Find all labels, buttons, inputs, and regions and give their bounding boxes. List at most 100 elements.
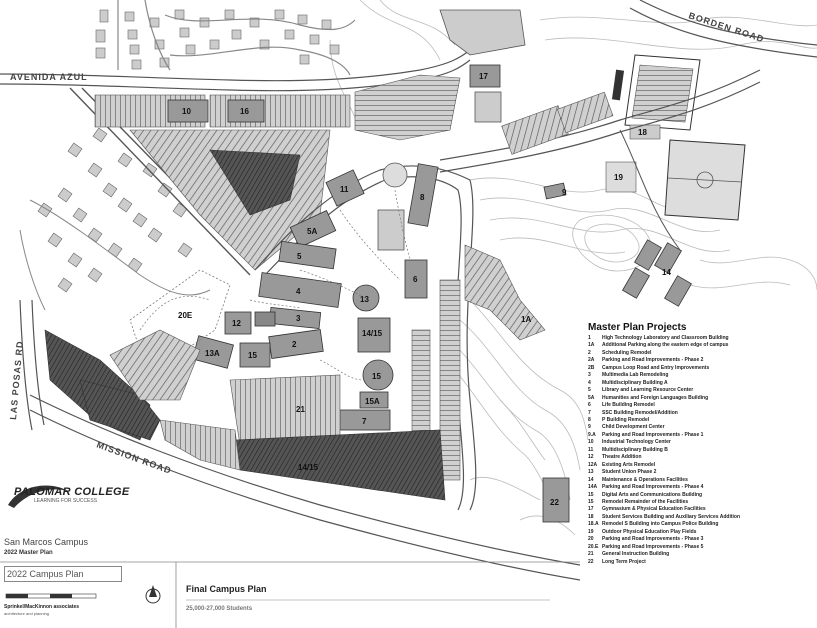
college-logo: PALOMAR COLLEGE LEARNING FOR SUCCESS [4,486,174,504]
legend-item-code: 18 [588,513,594,520]
building-19 [605,161,637,193]
road-label-avenida: AVENIDA AZUL [10,72,88,82]
building-label-3: 3 [296,314,301,323]
building-15b [192,335,234,369]
campus-plan-box: 2022 Campus Plan [4,566,122,582]
soccer-field-center [696,171,714,189]
legend-item-code: 4 [588,379,591,386]
building-22 [542,477,570,523]
legend-item: 12 Theatre Addition [588,454,814,461]
legend-item-code: 1 [588,335,591,341]
road-label-borden: BORDEN ROAD [687,10,765,44]
east-campus-road-2 [439,81,761,173]
student-capacity: 25,000-27,000 Students [186,606,253,612]
campus-walkways [139,189,411,381]
stadium-complex [439,9,526,56]
football-field-inner [631,64,694,123]
building-9 [543,182,567,200]
legend-item-text: Multimedia Lab Remodeling [602,372,669,379]
building-label-18: 18 [638,128,647,137]
legend-item-code: 5A [588,394,595,401]
legend-item-code: 5 [588,387,591,394]
parking-east-column [439,279,461,481]
legend-item: 5A Humanities and Foreign Languages Build… [588,395,814,402]
college-name: PALOMAR COLLEGE [14,486,130,498]
legend-item-text: Additional Parking along the eastern edg… [602,342,729,349]
legend-item-text: Library and Learning Resource Center [602,387,694,394]
legend-item-text: Theatre Addition [602,454,642,461]
legend-item-code: 12 [588,454,594,461]
legend-item-text: Remodel Remainder of the Facilities [602,498,689,505]
plaza-circle [382,162,408,188]
building-15 [239,342,271,368]
legend-item-text: Parking and Road Improvements - Phase 1 [602,431,704,438]
plan-year: 2022 Master Plan [4,550,53,556]
legend-item-text: Parking and Road Improvements - Phase 3 [602,536,704,543]
building-label-14: 14 [662,268,671,277]
road-label-mission: MISSION ROAD [95,439,173,475]
building-11 [325,169,365,207]
residential-west-street [19,199,211,311]
legend-item-text: Parking and Road Improvements - Phase 2 [602,357,704,364]
legend-item-code: 14A [588,484,598,491]
legend-item-text: Gymnasium & Physical Education Facilitie… [602,506,706,513]
building-label-7: 7 [362,417,367,426]
parking-lot-north-3 [354,74,461,141]
building-label-5a: 5A [307,227,317,236]
firm-tagline: architecture and planning [4,611,49,616]
borden-road-edge-2 [629,7,817,58]
legend-item-text: Student Union Phase 2 [602,469,657,476]
building-5a [289,210,337,248]
legend-item-code: 13 [588,469,594,476]
legend-item-code: 2A [588,357,595,364]
soccer-field-midline [667,177,743,183]
building-17 [469,64,501,88]
legend-item: 2A Parking and Road Improvements - Phase … [588,357,814,364]
legend-item-code: 20 [588,536,594,543]
parking-east-column-2 [411,329,431,441]
building-12b [254,311,276,327]
building-label-5: 5 [297,252,302,261]
building-10 [167,99,209,123]
campus-loop-road [254,165,477,511]
legend-item-code: 20.E [588,543,599,550]
legend-item-text: P Building Remodel [602,416,650,423]
building-label-11: 11 [340,185,349,194]
legend-item-text: Humanities and Foreign Languages Buildin… [602,394,709,401]
firm-name: Sprinkel/MacKinnon associates [4,604,80,610]
north-arrow-pointer [149,585,157,597]
building-14-group [622,239,692,307]
las-posas-edge-1 [19,299,33,431]
building-label-17: 17 [479,72,488,81]
legend-item-text: Life Building Remodel [602,402,655,409]
building-16 [227,99,265,123]
building-14-15 [357,317,391,353]
building-label-9: 9 [562,188,567,197]
legend-item-code: 15 [588,498,594,505]
central-campus: 11 5A 5 4 3 2 12 15 13A 13 14/15 15 15A … [192,162,439,431]
parking-1a [464,244,546,341]
building-label-rotunda: 15 [372,372,381,381]
building-label-6: 6 [413,275,418,284]
parking-east-strip [501,105,569,155]
borden-road-edge-1 [639,0,817,46]
campus-loop-road-inner [264,176,465,511]
legend-item: 13 Student Union Phase 2 [588,469,814,476]
legend-item: 20 Parking and Road Improvements - Phase … [588,536,814,543]
legend-title: Master Plan Projects [588,322,687,333]
parking-south-light [159,419,241,471]
legend-item-text: Scheduling Remodel [602,349,652,356]
